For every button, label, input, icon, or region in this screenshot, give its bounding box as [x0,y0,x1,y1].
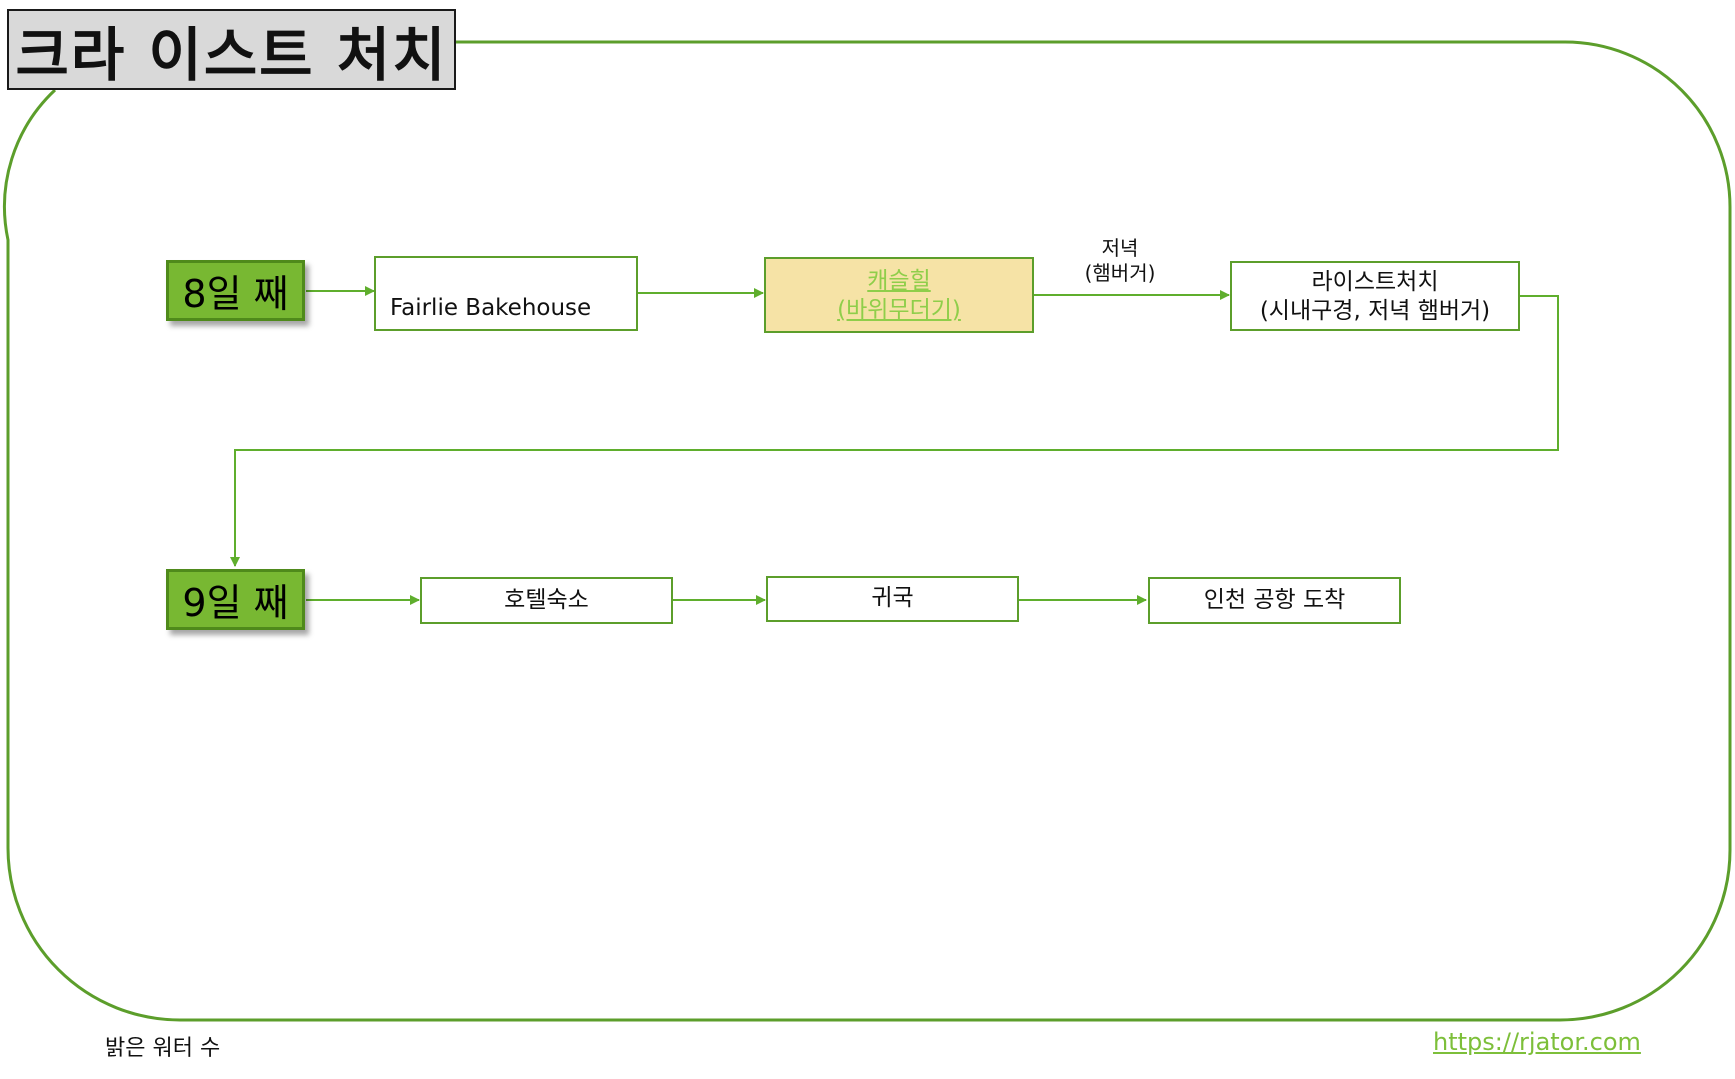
edge-label-dinner-line1: 저녁 [1101,236,1139,260]
node-return-home: 귀국 [766,576,1019,622]
outer-frame [3,40,1732,1022]
node-christchurch: 라이스트처치 (시내구경, 저녁 햄버거) [1230,261,1520,331]
page-title: 크라 이스트 처치 [7,9,456,90]
node-christchurch-line1: 라이스트처치 [1311,269,1439,295]
node-castle-hill-line2: (바위무더기) [837,297,961,323]
footer-author: 밝은 워터 수 [105,1036,221,1061]
node-return-home-label: 귀국 [871,585,914,611]
node-christchurch-line2: (시내구경, 저녁 햄버거) [1259,298,1491,324]
node-hotel: 호텔숙소 [420,577,673,624]
node-castle-hill-line1: 캐슬힐 [867,268,931,294]
footer-link[interactable]: https://rjator.com [1433,1028,1641,1056]
day9-label: 9일 째 [166,569,305,630]
edge-label-dinner: 저녁 (햄버거) [1060,236,1180,286]
node-fairlie-bakehouse-label: Fairlie Bakehouse [390,295,592,321]
connector-row1-to-row2 [230,295,1559,567]
node-incheon-arrival: 인천 공항 도착 [1148,577,1401,624]
edge-label-dinner-line2: (햄버거) [1084,261,1156,285]
node-hotel-label: 호텔숙소 [504,587,589,613]
node-incheon-arrival-label: 인천 공항 도착 [1203,587,1346,613]
day8-label: 8일 째 [166,260,305,321]
node-fairlie-bakehouse: Fairlie Bakehouse [374,256,638,331]
node-castle-hill[interactable]: 캐슬힐 (바위무더기) [764,257,1034,333]
